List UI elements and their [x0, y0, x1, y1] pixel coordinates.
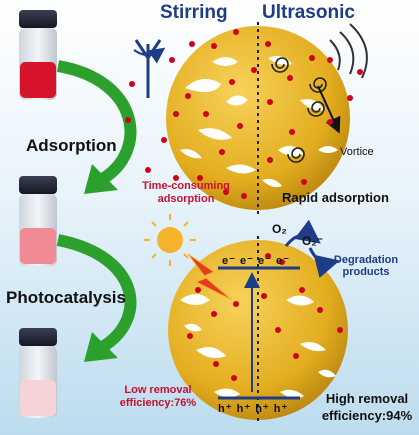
oxygen-label: O₂ — [272, 222, 287, 236]
vortice-label: Vortice — [340, 146, 374, 158]
light-bolt — [187, 253, 233, 301]
vial-dark-red — [19, 10, 57, 100]
time-consuming-label: Time-consuming adsorption — [142, 180, 230, 205]
electron: e⁻ — [240, 255, 254, 267]
hole: h⁺ — [273, 403, 289, 415]
electron: e⁻ — [258, 255, 272, 267]
title-stirring: Stirring — [160, 2, 228, 23]
hole: h⁺ — [236, 403, 252, 415]
vortex-spirals — [271, 57, 327, 163]
degradation-products-label: Degradation products — [333, 254, 399, 278]
title-ultrasonic: Ultrasonic — [262, 2, 355, 23]
hole: h⁺ — [255, 403, 270, 415]
electron: e⁻ — [276, 255, 290, 267]
electron-row: e⁻ e⁻ e⁻ e⁻ — [222, 254, 290, 267]
vial-pink — [19, 176, 57, 266]
label-adsorption: Adsorption — [26, 136, 117, 155]
ultrasonic-waves — [329, 23, 368, 79]
hole-row: h⁺ h⁺ h⁺ h⁺ — [218, 402, 288, 415]
superoxide-label: O₂⁻ — [302, 234, 323, 248]
low-removal-label: Low removal efficiency:76% — [119, 384, 197, 409]
degradation-arrow — [308, 247, 340, 278]
sun-icon — [144, 214, 196, 266]
label-photocatalysis: Photocatalysis — [6, 288, 126, 307]
vortice-arrow — [317, 85, 341, 134]
vial-pale-pink — [19, 328, 57, 418]
electron: e⁻ — [222, 255, 236, 267]
stirrer — [133, 39, 166, 98]
high-removal-label: High removal efficiency:94% — [321, 391, 413, 423]
hole: h⁺ — [218, 403, 233, 415]
pollutant-dots-bottom — [187, 253, 343, 381]
oxygen-arrow — [284, 219, 321, 247]
green-arrow-adsorption — [56, 60, 137, 184]
rapid-adsorption-label: Rapid adsorption — [282, 190, 389, 205]
green-arrow-photocatalysis — [56, 234, 137, 352]
pollutant-dots-top — [125, 29, 363, 199]
top-sphere — [166, 22, 350, 214]
